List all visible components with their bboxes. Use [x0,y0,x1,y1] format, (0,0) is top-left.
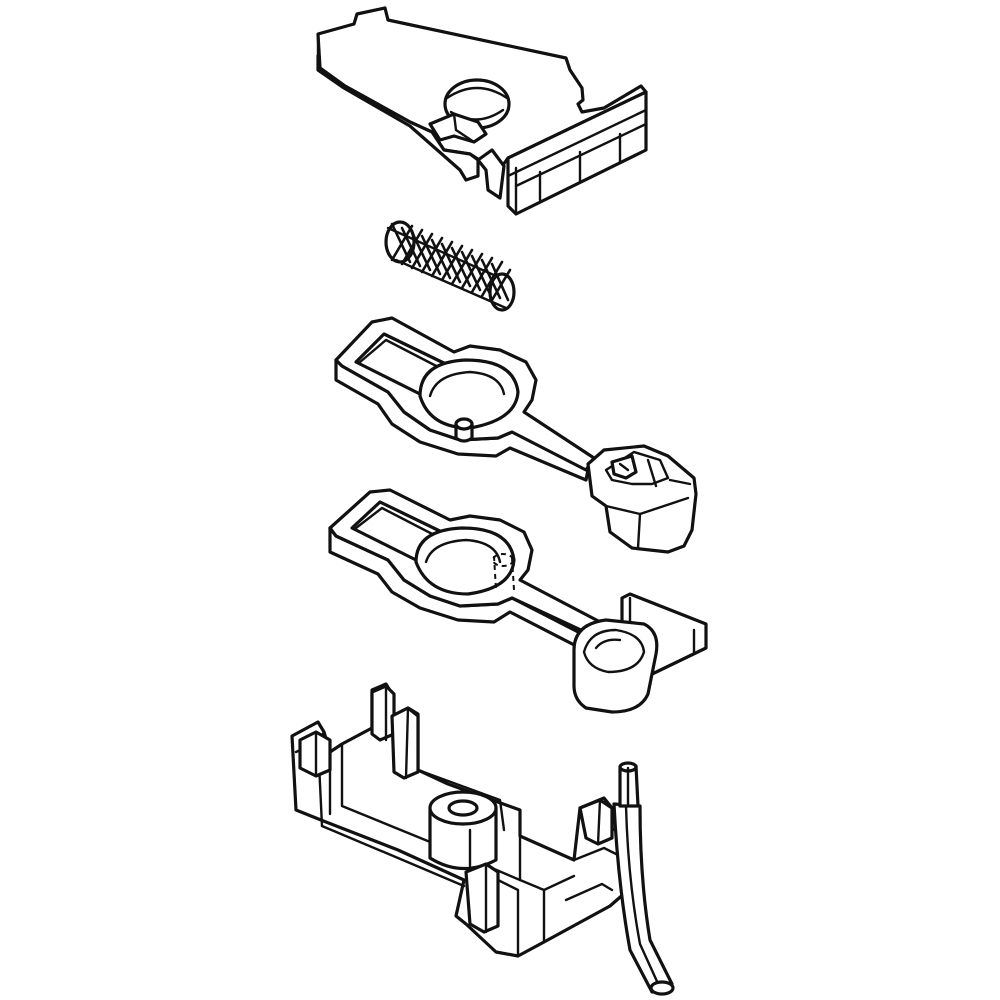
lower-lever-part [328,488,708,714]
wire-pin-part [612,761,675,996]
base-housing-part [290,682,628,958]
spring-part [384,220,516,312]
top-cover-part [316,6,648,216]
upper-lever-part [334,316,698,554]
